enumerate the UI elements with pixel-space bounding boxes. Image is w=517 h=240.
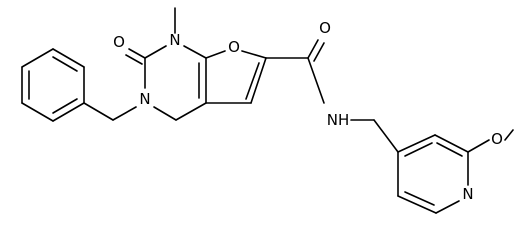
bond-camide-nh [307, 57, 325, 104]
atom-n-pyridine: N [462, 185, 473, 203]
atom-labels: N O N O O NH N O [113, 19, 503, 203]
bond-py3-py2-inner [436, 142, 463, 157]
bond-c6-c5 [250, 57, 267, 104]
atom-o-furan: O [228, 38, 240, 56]
bond-pyn-py6 [435, 200, 460, 214]
atom-o-ring-carbonyl: O [113, 33, 125, 51]
bond-c7a-n1 [183, 45, 207, 59]
bond-lines [21, 7, 514, 214]
bond-benzylch2-ipso [83, 102, 114, 121]
atom-nh-amide: NH [327, 111, 350, 129]
bond-py4-py3 [397, 134, 436, 153]
bond-ph6-ph1 [52, 102, 85, 122]
atom-o-amide: O [319, 19, 331, 37]
bond-n3-c4 [153, 106, 177, 121]
bond-omethoxy-ch3 [504, 129, 514, 141]
bond-ch2-py4 [373, 119, 399, 153]
bond-c6-c5-inner [245, 62, 260, 100]
bond-py4-py3-inner [404, 142, 433, 157]
bond-ph2-ph3 [52, 48, 85, 68]
bond-c2-o-a [128, 48, 146, 59]
bond-py6-py5-inner [404, 191, 435, 206]
bond-n1-c2 [144, 45, 167, 59]
bond-ph3-ph4 [21, 48, 54, 68]
bond-camide-o-a [307, 39, 319, 59]
bond-n3-benzylch2 [112, 106, 137, 121]
bond-py3-py2 [434, 134, 469, 153]
bond-camide-o-b [313, 42, 325, 62]
atom-n-benzyl: N [139, 90, 150, 108]
molecular-structure: N O N O O NH N O [21, 7, 514, 214]
bond-ph5-ph6 [21, 102, 54, 122]
bond-c4-c4a [175, 102, 207, 121]
bond-c2-o-b [125, 54, 143, 65]
bond-ph2-ph3-inner [52, 56, 78, 72]
bond-c7a-ofuran [205, 50, 226, 59]
bond-ofuran-c6 [241, 50, 267, 59]
bond-py6-py5 [397, 195, 437, 214]
atom-n-methyl: N [169, 31, 180, 49]
bond-py2-omethoxy [467, 139, 490, 153]
atom-o-methoxy: O [491, 130, 503, 148]
bond-ph6-ph1-inner [52, 98, 78, 114]
